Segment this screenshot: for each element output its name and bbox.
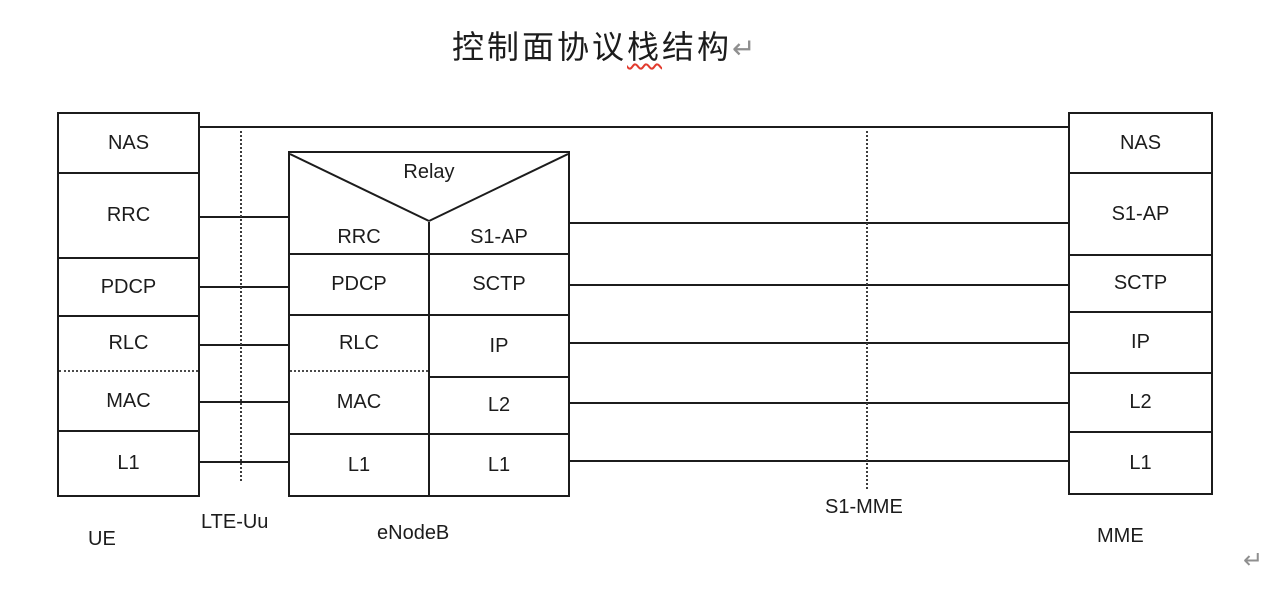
ip-peer-line (568, 342, 1070, 344)
s1-mme-label: S1-MME (825, 496, 903, 518)
paragraph-mark-icon: ↵ (1243, 547, 1264, 574)
enodeb-layer-pdcp: PDCP (290, 255, 428, 316)
enodeb-network-column: S1-AP SCTP IP L2 L1 (430, 222, 568, 495)
ue-label: UE (88, 528, 116, 550)
enodeb-layer-rlc: RLC (290, 316, 428, 372)
relay-label: Relay (403, 161, 455, 183)
title-text-pre: 控制面协议 (452, 29, 628, 65)
mme-layer-l2: L2 (1070, 374, 1211, 433)
s1-mme-interface-line (866, 131, 868, 489)
mme-layer-nas: NAS (1070, 114, 1211, 174)
enodeb-layer-sctp: SCTP (430, 255, 568, 316)
ue-layer-rrc: RRC (59, 174, 198, 259)
enodeb-layer-mac: MAC (290, 372, 428, 435)
l1-peer-line-left (198, 461, 290, 463)
s1ap-peer-line (568, 222, 1070, 224)
l1-peer-line-right (568, 460, 1070, 462)
page-title: 控制面协议栈结构↵ (452, 22, 756, 68)
lte-uu-interface-line (240, 131, 242, 481)
mme-label: MME (1097, 525, 1144, 547)
enodeb-layer-rrc: RRC (290, 222, 428, 255)
enodeb-layer-l2: L2 (430, 378, 568, 435)
enodeb-layer-l1-right: L1 (487, 453, 511, 476)
enodeb-label: eNodeB (377, 522, 450, 544)
mac-peer-line (198, 401, 290, 403)
nas-peer-line (198, 126, 1070, 128)
title-spellcheck-word: 栈 (627, 29, 663, 65)
mme-layer-l1: L1 (1129, 451, 1152, 474)
ue-layer-pdcp: PDCP (59, 259, 198, 317)
enodeb-layer-ip: IP (430, 316, 568, 378)
enodeb-columns: RRC PDCP RLC MAC L1 S1-AP SCTP IP L2 L1 (290, 222, 568, 495)
ue-protocol-stack: NAS RRC PDCP RLC MAC L1 (57, 112, 200, 497)
paragraph-mark-icon: ↵ (732, 33, 756, 64)
enodeb-radio-column: RRC PDCP RLC MAC L1 (290, 222, 430, 495)
sctp-peer-line (568, 284, 1070, 286)
ue-layer-rlc: RLC (59, 317, 198, 372)
pdcp-peer-line (198, 286, 290, 288)
ue-layer-mac: MAC (59, 372, 198, 432)
ue-layer-nas: NAS (59, 114, 198, 174)
relay-triangle-icon (290, 153, 568, 222)
mme-layer-s1ap: S1-AP (1070, 174, 1211, 256)
rlc-peer-line (198, 344, 290, 346)
lte-uu-label: LTE-Uu (201, 511, 269, 533)
enodeb-layer-l1-left: L1 (347, 453, 371, 476)
mme-layer-ip: IP (1070, 313, 1211, 374)
title-text-post: 结构 (662, 29, 733, 65)
enodeb-protocol-stack: Relay RRC PDCP RLC MAC L1 S1-AP SCTP IP … (288, 151, 570, 497)
ue-layer-l1: L1 (117, 452, 140, 474)
l2-peer-line (568, 402, 1070, 404)
mme-layer-sctp: SCTP (1070, 256, 1211, 313)
relay-section: Relay (290, 153, 568, 222)
mme-protocol-stack: NAS S1-AP SCTP IP L2 L1 (1068, 112, 1213, 495)
enodeb-layer-s1ap: S1-AP (430, 222, 568, 255)
rrc-peer-line (198, 216, 290, 218)
